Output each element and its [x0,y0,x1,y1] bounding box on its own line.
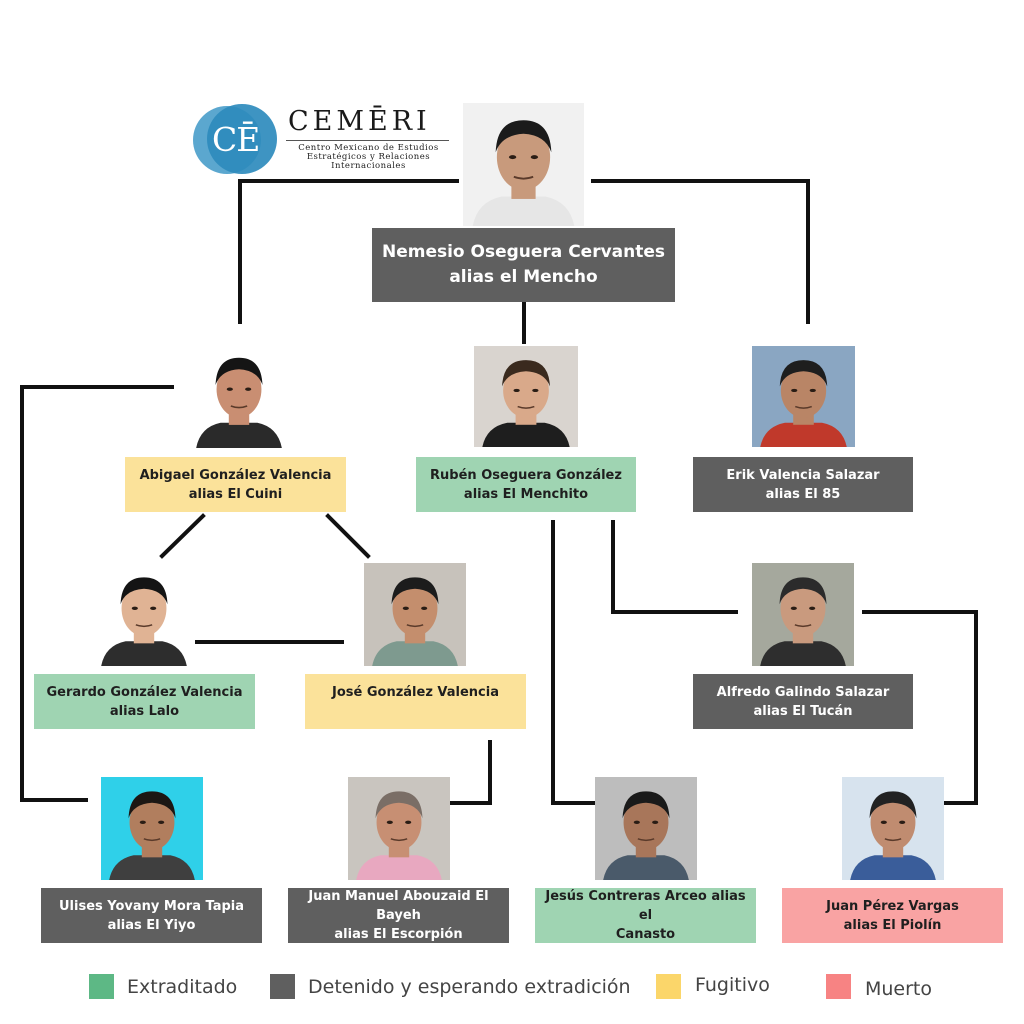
name-box-lalo: Gerardo González Valencia alias Lalo [34,674,255,729]
portrait-figure [752,563,854,666]
portrait-figure [188,343,290,448]
portrait-figure [93,563,195,666]
name-box-piolin: Juan Pérez Vargas alias El Piolín [782,888,1003,943]
connector-tucan-piolin [862,610,978,805]
logo-subtitle: Centro Mexicano de Estudios Estratégicos… [298,143,439,171]
legend-swatch-extraditado [89,974,114,999]
legend-label-detenido: Detenido y esperando extradición [308,976,631,998]
portrait-figure [842,777,944,880]
photo-piolin [842,777,944,880]
legend-swatch-fugitivo [656,974,681,999]
portrait-figure [364,563,466,666]
photo-menchito [474,346,578,447]
name-box-jose: José González Valencia [305,674,526,729]
portrait-figure [101,777,203,880]
legend-label-fugitivo: Fugitivo [695,974,770,996]
portrait-figure [595,777,697,880]
photo-lalo [93,563,195,666]
legend-label-muerto: Muerto [865,978,933,1000]
portrait-figure [752,346,855,447]
photo-canasto [595,777,697,880]
portrait-figure [463,103,584,226]
logo-rule [286,140,449,141]
name-box-el85: Erik Valencia Salazar alias El 85 [693,457,913,512]
logo-mark: CĒ [212,120,260,159]
photo-el85 [752,346,855,447]
connector-cuini-yiyo [20,385,174,802]
name-box-mencho: Nemesio Oseguera Cervantes alias el Menc… [372,228,675,302]
connector-mencho-cuini [238,179,459,324]
photo-cuini [188,343,290,448]
name-box-cuini: Abigael González Valencia alias El Cuini [125,457,346,512]
connector-cuini-lalo [159,513,206,559]
name-box-yiyo: Ulises Yovany Mora Tapia alias El Yiyo [41,888,262,943]
connector-jose-escorpion [450,740,492,805]
photo-yiyo [101,777,203,880]
name-box-escorpion: Juan Manuel Abouzaid El Bayeh alias El E… [288,888,509,943]
photo-mencho [463,103,584,226]
connector-menchito-canasto [551,520,598,805]
name-box-menchito: Rubén Oseguera González alias El Menchit… [416,457,636,512]
portrait-figure [474,346,578,447]
photo-jose [364,563,466,666]
photo-escorpion [348,777,450,880]
connector-menchito-tucan [611,520,738,614]
connector-mencho-el85 [591,179,810,324]
legend-label-extraditado: Extraditado [127,976,238,998]
connector-cuini-jose [325,513,371,559]
name-box-canasto: Jesús Contreras Arceo alias el Canasto [535,888,756,943]
legend-swatch-muerto [826,974,851,999]
portrait-figure [348,777,450,880]
name-box-tucan: Alfredo Galindo Salazar alias El Tucán [693,674,913,729]
photo-tucan [752,563,854,666]
logo-circle-front [207,104,277,174]
cemeri-logo: CĒ CEMĒRI Centro Mexicano de Estudios Es… [193,104,453,174]
logo-name: CEMĒRI [288,106,431,137]
legend-swatch-detenido [270,974,295,999]
